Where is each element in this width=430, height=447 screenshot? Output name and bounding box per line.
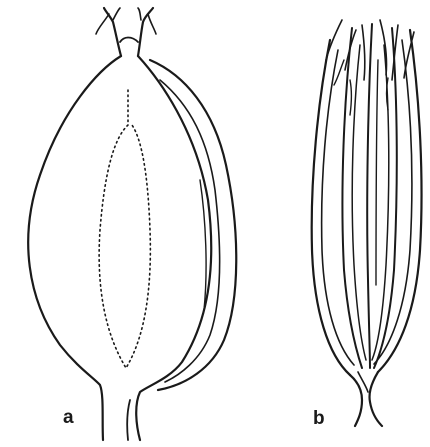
beak-tip-mid-2 xyxy=(138,8,141,20)
segment-outer-right xyxy=(378,30,422,372)
segment-mid-left-inner xyxy=(352,45,366,360)
beak-tip-left xyxy=(96,14,109,34)
segment-outer-right-inner xyxy=(374,40,412,364)
sheath-inner-2 xyxy=(200,180,206,310)
seed-dotted-outline xyxy=(99,90,150,368)
fruit-body-outline-right xyxy=(136,56,211,440)
receptacle-left xyxy=(350,375,362,426)
tip-3 xyxy=(362,25,365,80)
beak-tip-right xyxy=(148,14,156,34)
panel-a-drawing xyxy=(28,8,236,440)
panel-label-b: b xyxy=(313,409,325,428)
tip-1 xyxy=(326,20,342,60)
tip-8 xyxy=(350,80,352,115)
receptacle-right xyxy=(369,372,382,426)
segment-center-inner xyxy=(376,60,378,285)
segment-center xyxy=(367,24,372,368)
panel-b-drawing xyxy=(312,20,422,426)
fruit-body-outline xyxy=(28,56,121,440)
fruit-stalk-inner xyxy=(127,400,130,440)
beak-left xyxy=(104,8,121,56)
beak-tip-mid xyxy=(113,8,120,20)
panel-label-a: a xyxy=(63,408,74,427)
beak-inner xyxy=(120,38,138,43)
